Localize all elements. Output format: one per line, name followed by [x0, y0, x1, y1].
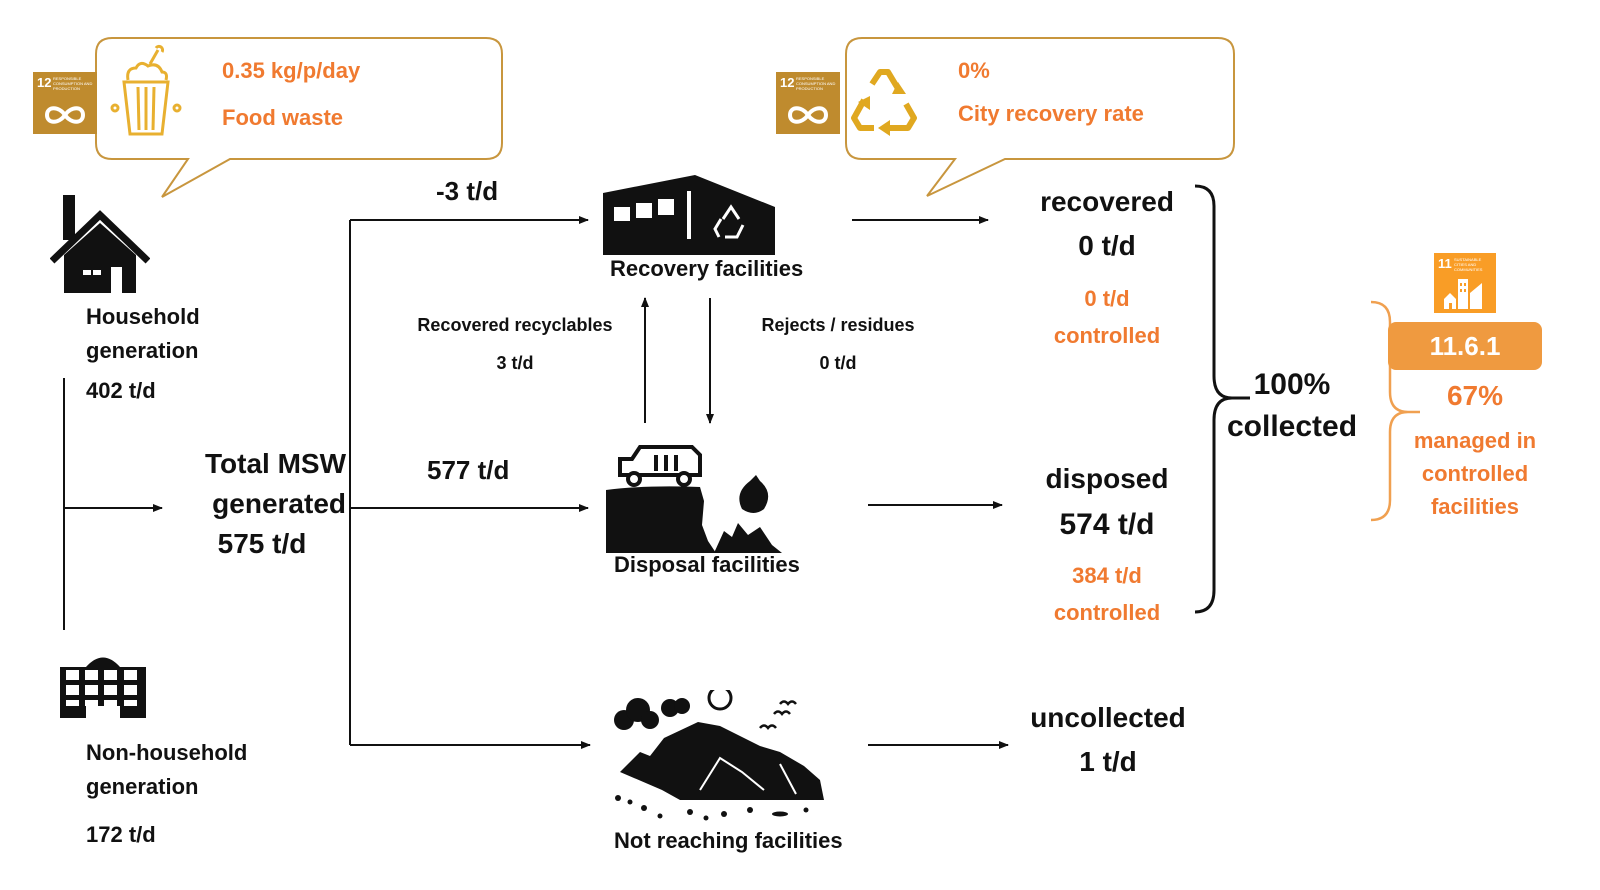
flow-to-recovery-value: -3 t/d	[436, 176, 499, 206]
recovered-recyclables-value: 3 t/d	[496, 353, 534, 373]
house-icon	[50, 195, 150, 293]
indicator-target-badge: 11.6.1	[1388, 322, 1542, 370]
food-waste-callout-bubble	[95, 37, 503, 198]
indicator-percent: 67%	[1446, 380, 1504, 411]
recovered-controlled: 0 t/d controlled	[1012, 280, 1202, 354]
sdg-title: SUSTAINABLE CITIES AND COMMUNITIES	[1454, 257, 1483, 272]
sdg-number: 12	[37, 75, 52, 90]
not-reaching-facilities-label: Not reaching facilities	[614, 828, 843, 853]
recovered-value: 0 t/d	[1078, 230, 1136, 261]
total-msw-block: Total MSW generated 575 t/d	[178, 444, 346, 564]
recovery-rate-callout-bubble	[845, 37, 1235, 197]
indicator-line1: managed in	[1413, 428, 1537, 453]
total-msw-value: 575 t/d	[217, 528, 307, 559]
disposal-facilities-label: Disposal facilities	[614, 552, 800, 577]
flow-to-disposal-value: 577 t/d	[427, 455, 510, 485]
infinity-icon	[787, 106, 829, 124]
food-waste-bin-icon	[110, 44, 182, 136]
recovered-outcome: recovered 0 t/d	[1012, 180, 1202, 268]
sdg12-badge-recovery: 12 RESPONSIBLE CONSUMPTION AND PRODUCTIO…	[776, 72, 840, 134]
recovered-label: recovered	[1040, 186, 1174, 217]
indicator-line3: facilities	[1430, 494, 1520, 519]
uncollected-outcome: uncollected 1 t/d	[1008, 696, 1208, 784]
household-label: Household generation	[86, 300, 200, 368]
household-label-line1: Household	[86, 304, 200, 329]
sdg-title: RESPONSIBLE CONSUMPTION AND PRODUCTION	[796, 76, 836, 91]
sdg-number: 11	[1438, 256, 1452, 271]
non-household-label-line1: Non-household	[86, 740, 248, 765]
recovery-facilities-label: Recovery facilities	[610, 256, 804, 281]
recovered-controlled-value: 0 t/d	[1084, 286, 1130, 311]
collected-block: 100% collected	[1212, 364, 1372, 448]
non-household-label-line2: generation	[86, 774, 199, 799]
collected-percent: 100%	[1253, 368, 1331, 401]
recovery-rate-label: City recovery rate	[958, 101, 1144, 126]
indicator-description: managed in controlled facilities	[1395, 424, 1555, 523]
household-label-line2: generation	[86, 338, 199, 363]
recycle-icon	[851, 69, 917, 136]
disposed-controlled-value: 384 t/d	[1072, 563, 1142, 588]
food-waste-label: Food waste	[222, 105, 344, 130]
collected-label: collected	[1226, 410, 1358, 443]
food-waste-value: 0.35 kg/p/day	[222, 58, 361, 83]
open-dump-icon	[614, 690, 824, 821]
sdg11-badge: 11 SUSTAINABLE CITIES AND COMMUNITIES	[1434, 253, 1496, 313]
total-msw-label: Total MSW	[204, 448, 346, 479]
household-value: 402 t/d	[86, 378, 156, 403]
total-msw-label-2: generated	[212, 488, 346, 519]
sdg12-badge-food: 12 RESPONSIBLE CONSUMPTION AND PRODUCTIO…	[33, 72, 97, 134]
collected-bracket	[1194, 184, 1250, 614]
managed-bracket	[1370, 300, 1420, 522]
city-buildings-icon	[1444, 279, 1482, 309]
office-building-icon	[60, 657, 146, 718]
sdg-number: 12	[780, 75, 795, 90]
disposed-label: disposed	[1045, 463, 1169, 494]
uncollected-value: 1 t/d	[1079, 746, 1137, 777]
non-household-value: 172 t/d	[86, 822, 156, 847]
recovered-controlled-label: controlled	[1053, 323, 1161, 348]
rejects-residues-label: Rejects / residues	[761, 315, 915, 335]
disposal-landfill-icon	[606, 445, 782, 553]
disposed-value: 574 t/d	[1059, 508, 1155, 541]
disposed-controlled-label: controlled	[1053, 600, 1161, 625]
indicator-line2: controlled	[1421, 461, 1529, 486]
rejects-residues-value: 0 t/d	[819, 353, 857, 373]
disposed-outcome: disposed 574 t/d	[1012, 456, 1202, 548]
recovered-recyclables-label: Recovered recyclables	[417, 315, 613, 335]
uncollected-label: uncollected	[1030, 702, 1186, 733]
rejects-residues-block: Rejects / residues 0 t/d	[748, 306, 928, 382]
disposed-controlled: 384 t/d controlled	[1012, 557, 1202, 631]
recovery-facility-icon	[603, 175, 775, 255]
infinity-icon	[44, 106, 86, 124]
recovery-rate-value: 0%	[958, 58, 990, 83]
non-household-label: Non-household generation	[86, 736, 247, 804]
recovered-recyclables-block: Recovered recyclables 3 t/d	[405, 306, 625, 382]
sdg-title: RESPONSIBLE CONSUMPTION AND PRODUCTION	[53, 76, 93, 91]
